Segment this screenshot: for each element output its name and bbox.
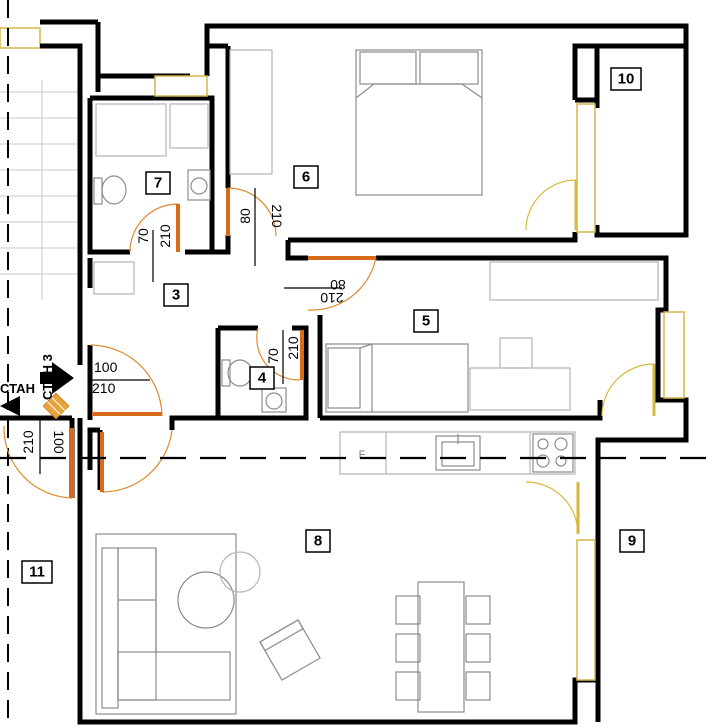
bath-cabinet (169, 103, 209, 149)
side-table (219, 551, 261, 593)
svg-text:6: 6 (302, 169, 310, 186)
fridge-label: F (359, 449, 366, 461)
furniture: F (93, 49, 659, 715)
double-bed-6 (355, 49, 483, 196)
chair-5 (499, 337, 533, 369)
bed5-door-width: 80 (330, 277, 346, 293)
single-bed-5 (325, 343, 469, 413)
room-label-11: 11 (21, 560, 53, 584)
windows (154, 75, 685, 681)
hatch-marker-icon (42, 392, 70, 420)
svg-text:5: 5 (422, 313, 430, 330)
neighbor-door-height: 210 (20, 430, 36, 454)
wardrobe-6 (229, 49, 273, 175)
sofa (95, 533, 237, 715)
hall-shelf (93, 261, 135, 295)
svg-text:11: 11 (29, 564, 45, 581)
bed5-door-height: 210 (320, 290, 344, 306)
svg-text:9: 9 (628, 533, 636, 550)
doors (3, 179, 656, 535)
entry-arrow-icon (52, 362, 74, 394)
room-label-8: 8 (305, 529, 331, 553)
stairwell (0, 27, 80, 300)
bath7-door-height: 210 (157, 224, 173, 248)
coffee-table (177, 571, 235, 629)
bed6-door-height: 210 (269, 204, 285, 228)
room-label-4: 4 (249, 366, 275, 390)
cooktop (532, 433, 574, 473)
window-bath (154, 75, 208, 97)
window-bedroom6 (576, 103, 596, 233)
wardrobe-5 (489, 261, 659, 301)
toilet-4 (227, 359, 253, 387)
stairwell-window (0, 27, 41, 49)
entry-door-width: 100 (94, 359, 118, 375)
room-label-5: 5 (413, 309, 439, 333)
armchair (259, 619, 321, 681)
toilet-7 (101, 175, 127, 205)
kitchen-counter (339, 431, 576, 475)
bed6-door-width: 80 (237, 208, 253, 224)
room-label-3: 3 (163, 283, 189, 307)
svg-text:7: 7 (154, 175, 162, 192)
wc4-door-height: 210 (285, 336, 301, 360)
room-label-6: 6 (293, 165, 319, 189)
stan-arrow-icon (0, 396, 20, 416)
dining-table (417, 581, 465, 713)
svg-text:8: 8 (314, 533, 322, 550)
entry-door-height: 210 (92, 380, 116, 396)
wc4-door-width: 70 (265, 348, 281, 364)
dimension-lines (39, 188, 342, 474)
sink-7 (187, 169, 211, 201)
entry-arrows (0, 362, 74, 420)
bathtub (95, 103, 167, 157)
stan3-label: СТАН 3 (40, 354, 55, 400)
room-label-9: 9 (619, 529, 645, 553)
neighbor-door-width: 100 (51, 430, 67, 454)
bath7-door-width: 70 (135, 228, 151, 244)
svg-text:3: 3 (172, 287, 180, 304)
window-living (576, 539, 596, 681)
desk-5 (469, 367, 571, 411)
stan-label: СТАН (0, 381, 35, 396)
window-bedroom5 (663, 311, 685, 399)
svg-text:4: 4 (258, 370, 267, 387)
dimension-labels: 70 210 80 210 80 210 70 210 100 210 210 … (20, 204, 346, 454)
svg-text:10: 10 (618, 71, 635, 88)
room-label-10: 10 (610, 67, 642, 91)
room-label-7: 7 (145, 171, 171, 195)
